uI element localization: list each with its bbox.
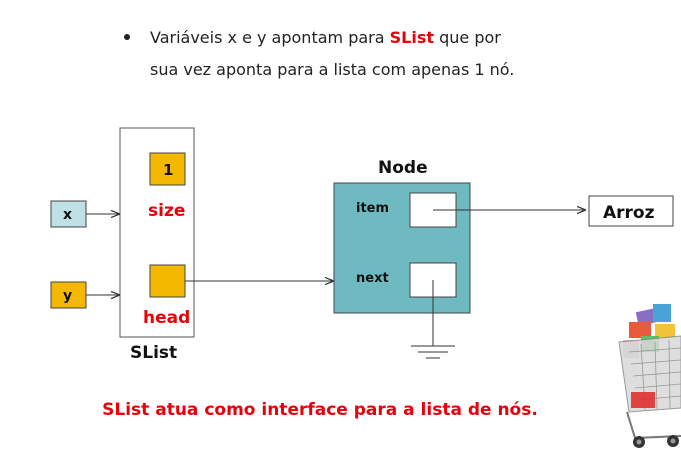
- node-title: Node: [378, 158, 428, 178]
- bullet-line1-post: que por: [434, 28, 501, 47]
- head-label: head: [143, 308, 190, 328]
- size-label: size: [148, 201, 185, 221]
- size-value: 1: [163, 161, 173, 179]
- var-x-label: x: [63, 207, 72, 223]
- bullet-line2: sua vez aponta para a lista com apenas 1…: [150, 60, 515, 79]
- head-field: [149, 264, 186, 298]
- item-label: item: [356, 201, 389, 216]
- arroz-box: [588, 195, 674, 227]
- shopping-cart-icon: [618, 304, 681, 448]
- slist-label: SList: [130, 343, 177, 363]
- ground-icon: [411, 280, 455, 359]
- caption: SList atua como interface para a lista d…: [102, 400, 538, 420]
- bullet-line1-highlight: SList: [389, 28, 434, 47]
- next-label: next: [356, 271, 389, 286]
- size-field: [149, 152, 186, 186]
- arroz-label: Arroz: [603, 203, 655, 223]
- var-x-box: [50, 200, 87, 228]
- var-y-label: y: [63, 288, 72, 304]
- bullet-text: Variáveis x e y apontam para SList que p…: [150, 22, 514, 86]
- bullet-line1-pre: Variáveis x e y apontam para: [150, 28, 390, 47]
- bullet-dot-icon: [124, 34, 130, 40]
